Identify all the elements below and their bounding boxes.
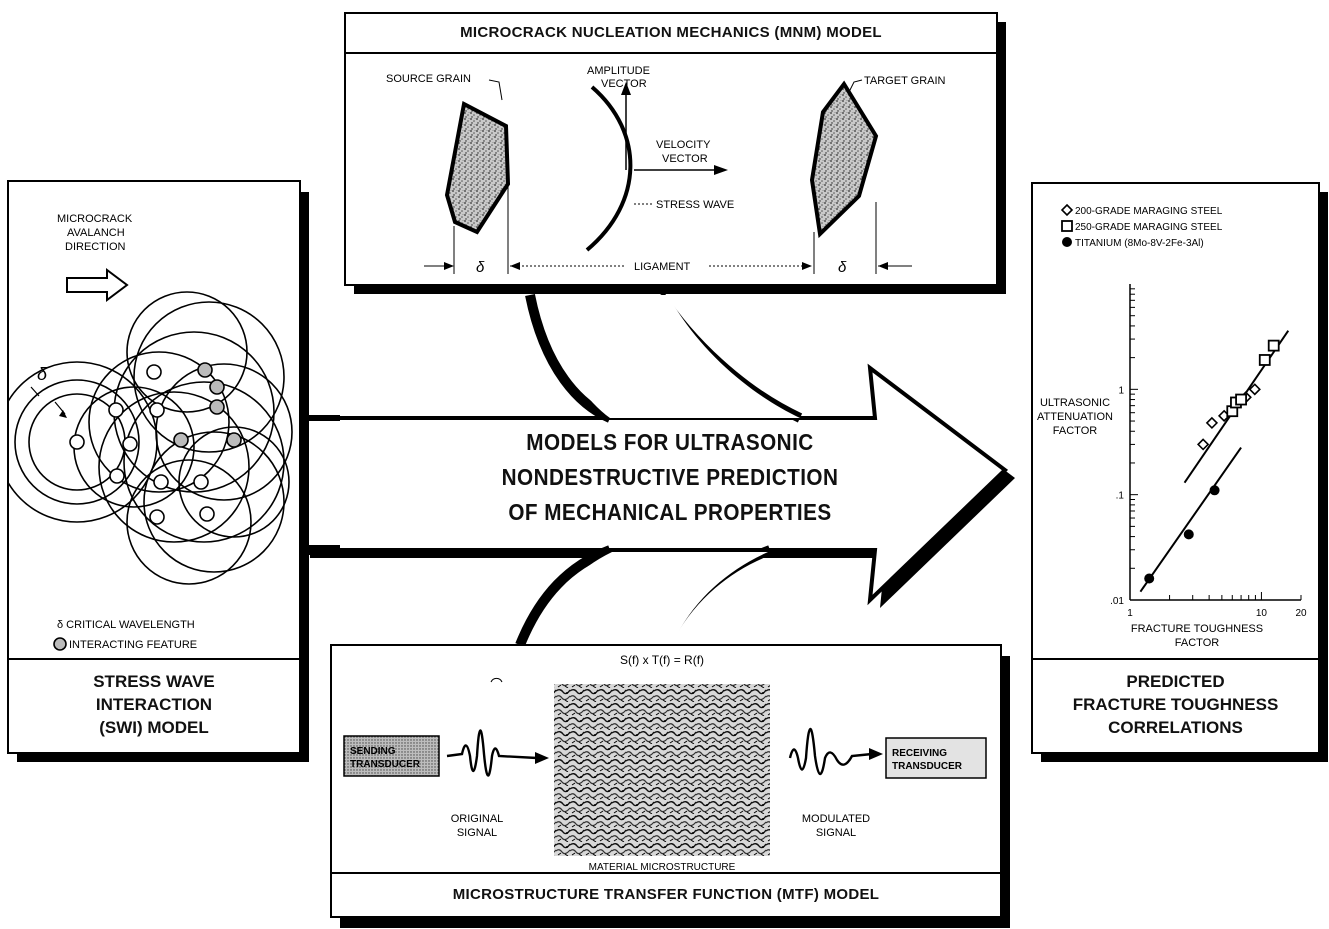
ylabel-1: ULTRASONIC — [1040, 397, 1110, 409]
legend-interacting-feature: INTERACTING FEATURE — [69, 639, 197, 651]
center-title-line-3: OF MECHANICAL PROPERTIES — [490, 495, 850, 530]
microstructure-label: MATERIAL MICROSTRUCTURE — [589, 862, 736, 872]
legend-marker-square — [1062, 221, 1072, 231]
modulated-label-1: MODULATED — [802, 813, 870, 825]
avalanche-label-1: MICROCRACK — [57, 213, 133, 225]
xlabel-1: FRACTURE TOUGHNESS — [1131, 623, 1263, 635]
data-point-square — [1269, 341, 1279, 351]
avalanche-direction-arrow — [67, 270, 127, 300]
original-label-1: ORIGINAL — [451, 813, 504, 825]
modulated-label-2: SIGNAL — [816, 827, 856, 839]
x-tick-label: 20 — [1295, 608, 1307, 619]
swi-delta: δ — [37, 364, 48, 384]
sending-label-1: SENDING — [350, 746, 396, 757]
swi-title-3: (SWI) MODEL — [9, 716, 299, 739]
pred-title-3: CORRELATIONS — [1033, 716, 1318, 739]
sending-label-2: TRANSDUCER — [350, 759, 421, 770]
x-tick-label: 10 — [1256, 608, 1268, 619]
ylabel-2: ATTENUATION — [1037, 411, 1113, 423]
target-delta: δ — [838, 259, 847, 276]
target-grain-label: TARGET GRAIN — [864, 75, 946, 87]
data-point-circle — [1210, 485, 1220, 495]
legend-label: 250-GRADE MARAGING STEEL — [1075, 222, 1223, 233]
original-label-2: SIGNAL — [457, 827, 497, 839]
source-delta: δ — [476, 259, 485, 276]
pred-title-2: FRACTURE TOUGHNESS — [1033, 693, 1318, 716]
mnm-branch-arrow — [530, 295, 800, 418]
legend-feature-icon — [54, 638, 66, 650]
data-point-circle — [1184, 529, 1194, 539]
x-tick-label: 1 — [1127, 608, 1133, 619]
amplitude-label-1: AMPLITUDE — [587, 65, 650, 77]
ligament-label: LIGAMENT — [634, 261, 691, 273]
mnm-title: MICROCRACK NUCLEATION MECHANICS (MNM) MO… — [460, 24, 882, 41]
mtf-title-box: MICROSTRUCTURE TRANSFER FUNCTION (MTF) M… — [332, 872, 1000, 916]
velocity-label-2: VECTOR — [662, 153, 708, 165]
legend-label: 200-GRADE MARAGING STEEL — [1075, 206, 1223, 217]
mnm-title-box: MICROCRACK NUCLEATION MECHANICS (MNM) MO… — [346, 14, 996, 54]
chart-legend: 200-GRADE MARAGING STEEL 250-GRADE MARAGI… — [1062, 205, 1223, 249]
amplitude-label-2: VECTOR — [601, 78, 647, 90]
data-point-square — [1260, 355, 1270, 365]
y-tick-label: .01 — [1110, 596, 1124, 607]
mnm-diagram: SOURCE GRAIN AMPLITUDE VECTOR VELOCITY V… — [344, 52, 994, 282]
y-tick-label: .1 — [1116, 491, 1125, 502]
swi-title-1: STRESS WAVE — [9, 670, 299, 693]
center-title: MODELS FOR ULTRASONIC NONDESTRUCTIVE PRE… — [490, 425, 850, 530]
ylabel-3: FACTOR — [1053, 425, 1097, 437]
source-grain — [447, 104, 508, 232]
data-point-diamond — [1207, 418, 1217, 428]
center-title-line-2: NONDESTRUCTIVE PREDICTION — [490, 460, 850, 495]
legend-critical-wavelength: δ CRITICAL WAVELENGTH — [57, 619, 195, 631]
legend-marker-diamond — [1062, 205, 1072, 215]
swi-title-box: STRESS WAVE INTERACTION (SWI) MODEL — [9, 658, 299, 752]
avalanche-label-2: AVALANCH — [67, 227, 125, 239]
data-point-square — [1236, 395, 1246, 405]
center-title-line-1: MODELS FOR ULTRASONIC — [490, 425, 850, 460]
legend-label: TITANIUM (8Mo-8V-2Fe-3Al) — [1075, 238, 1204, 249]
data-point-circle — [1144, 573, 1154, 583]
mtf-equation: S(f) x T(f) = R(f) — [620, 653, 704, 667]
stress-wave — [587, 87, 630, 250]
original-signal — [447, 730, 537, 775]
mtf-diagram: S(f) x T(f) = R(f) SENDING TRANSDUCER OR… — [332, 646, 998, 872]
fracture-chart: 200-GRADE MARAGING STEEL 250-GRADE MARAGI… — [1033, 184, 1316, 658]
material-microstructure — [554, 684, 770, 856]
fit-line — [1140, 448, 1241, 592]
y-tick-label: 1 — [1118, 385, 1124, 396]
velocity-label-1: VELOCITY — [656, 139, 711, 151]
legend-marker-circle — [1062, 237, 1072, 247]
receiving-label-2: TRANSDUCER — [892, 761, 963, 772]
swi-title-2: INTERACTION — [9, 693, 299, 716]
source-grain-label: SOURCE GRAIN — [386, 73, 471, 85]
avalanche-label-3: DIRECTION — [65, 241, 126, 253]
xlabel-2: FACTOR — [1175, 637, 1219, 649]
chart-marks — [1140, 331, 1288, 592]
stress-wave-label: STRESS WAVE — [656, 199, 734, 211]
receiving-label-1: RECEIVING — [892, 748, 947, 759]
pred-title-1: PREDICTED — [1033, 670, 1318, 693]
mtf-title: MICROSTRUCTURE TRANSFER FUNCTION (MTF) M… — [453, 886, 880, 903]
data-point-diamond — [1198, 439, 1208, 449]
mtf-branch-arrow — [520, 550, 770, 645]
target-grain — [812, 84, 876, 234]
pred-title-box: PREDICTED FRACTURE TOUGHNESS CORRELATION… — [1033, 658, 1318, 752]
swi-diagram: MICROCRACK AVALANCH DIRECTION — [9, 182, 299, 658]
modulated-signal — [790, 729, 872, 774]
